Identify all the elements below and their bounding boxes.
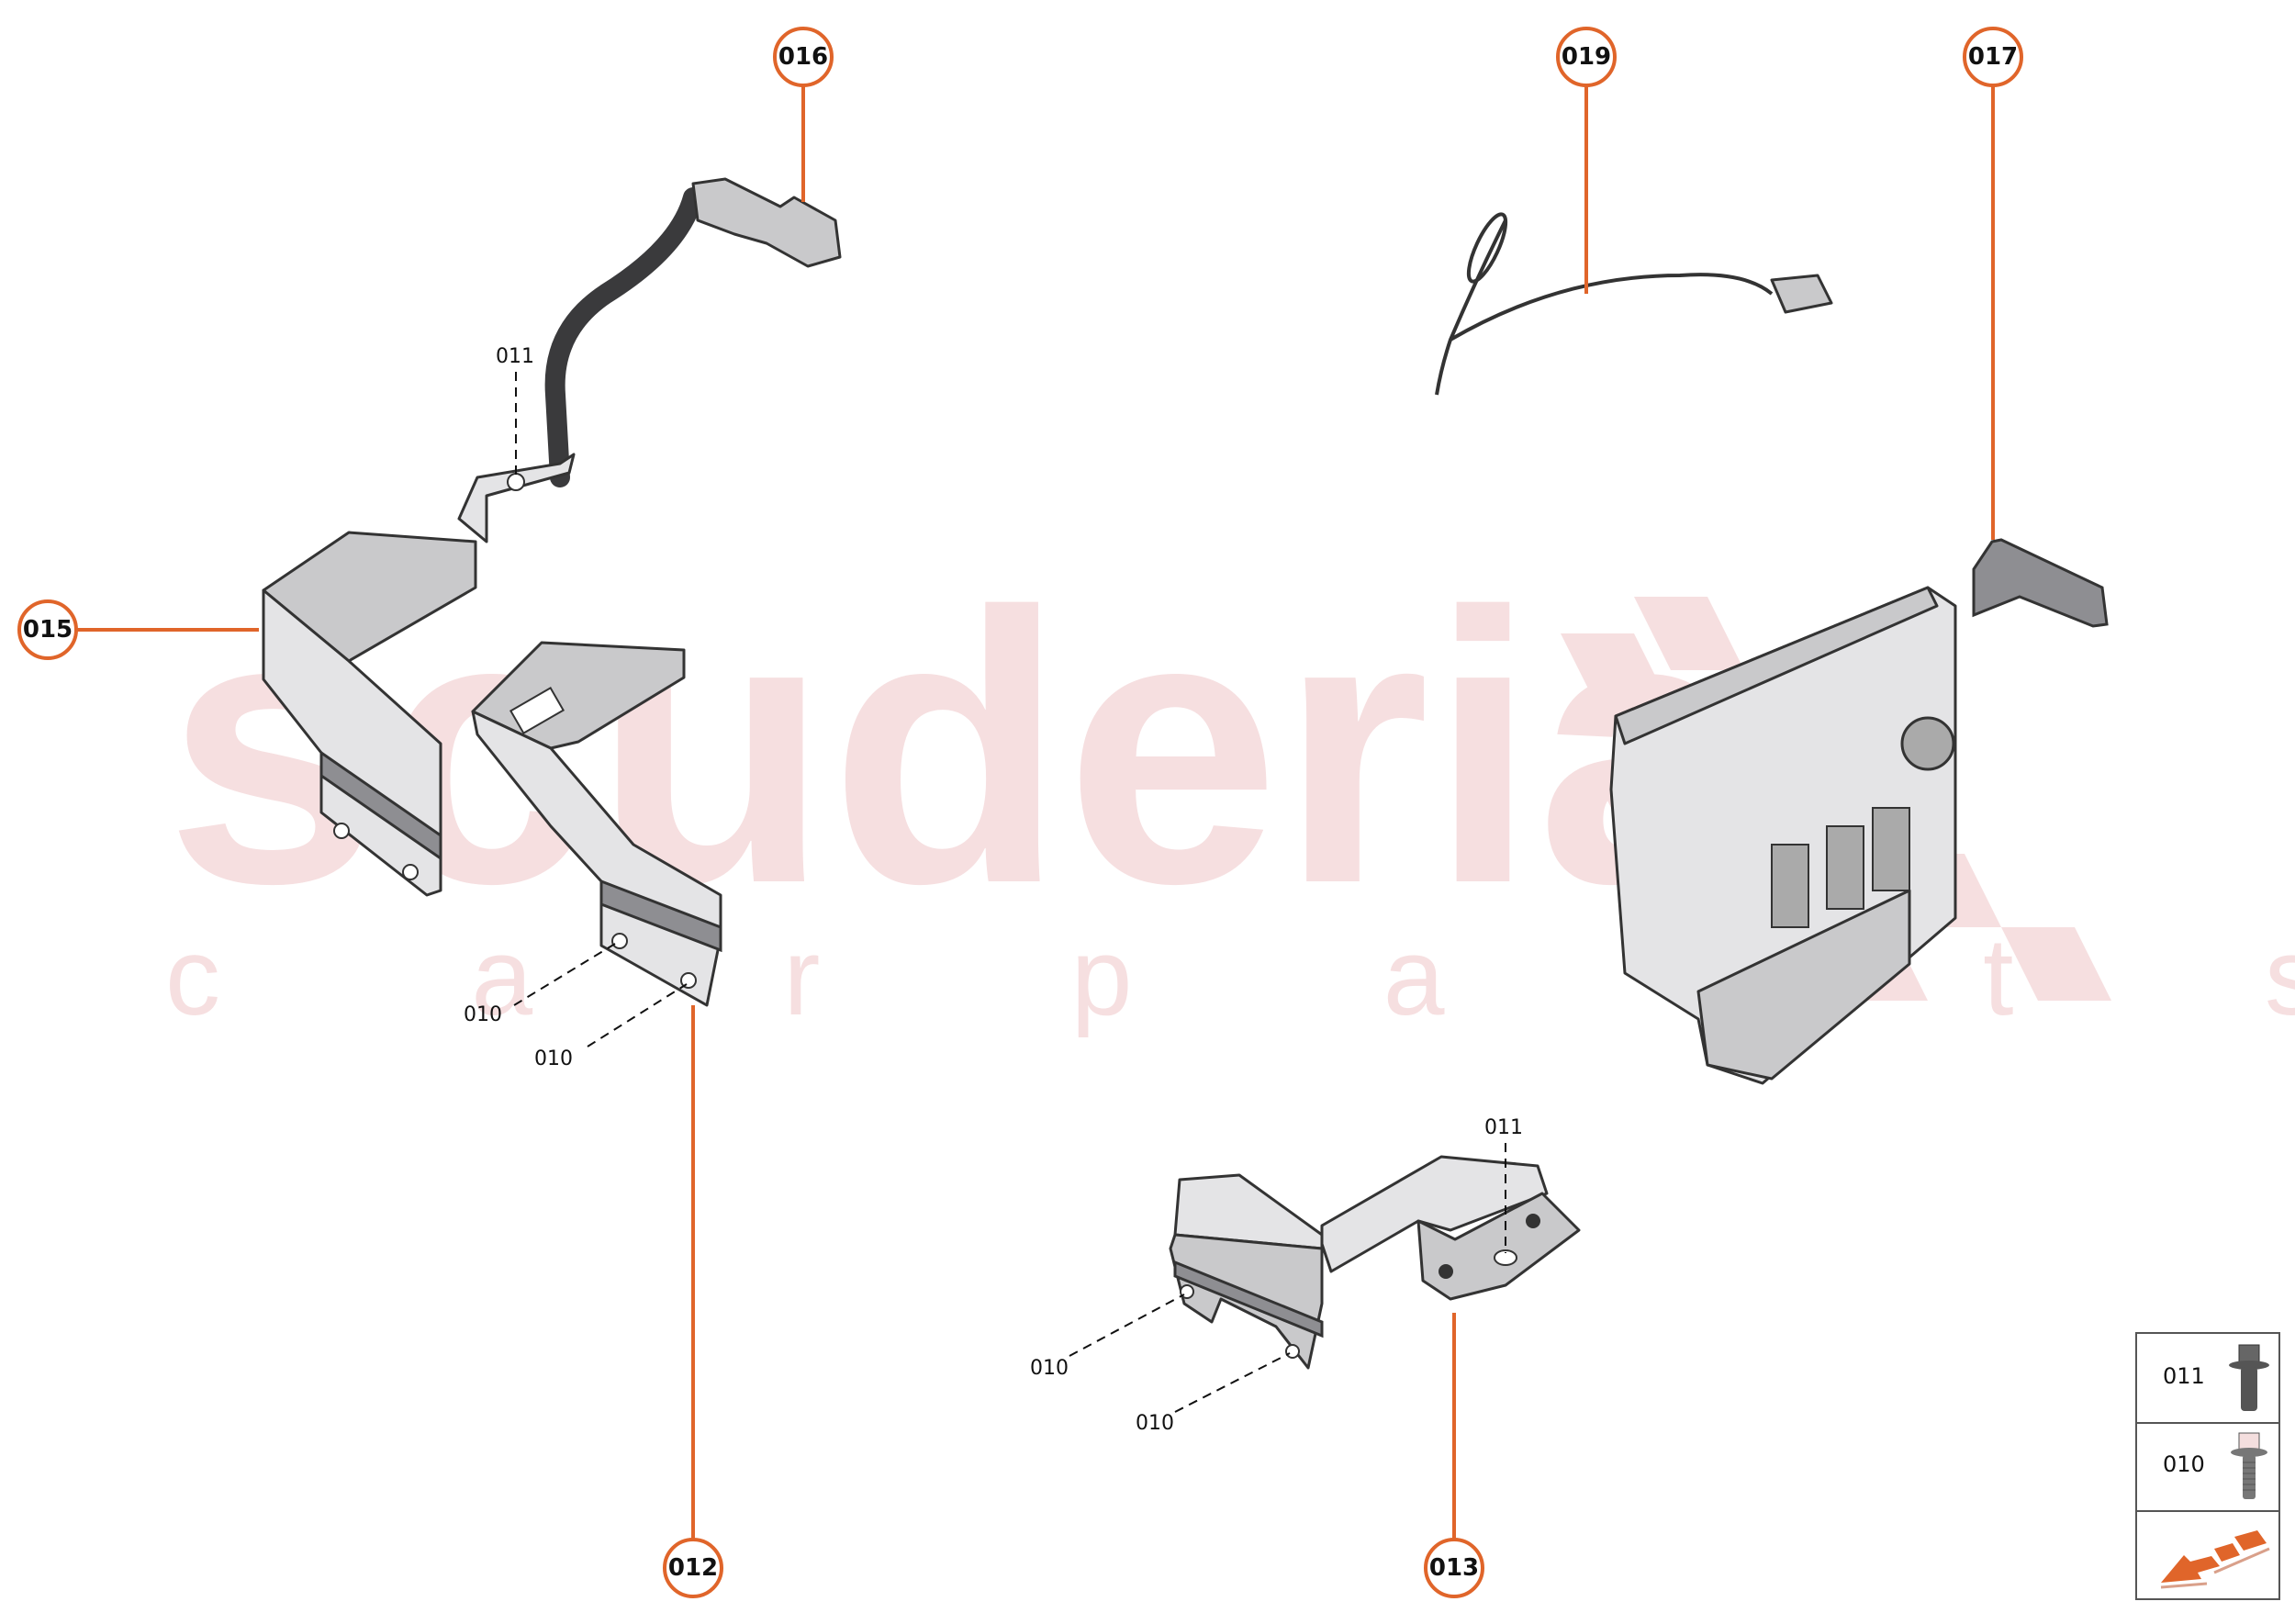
ref-010-part-012-b: 010: [534, 1047, 573, 1070]
part-016-battery-cable[interactable]: [457, 177, 842, 543]
next-page-arrow-icon: [2160, 1530, 2270, 1589]
legend-label-011: 011: [2163, 1363, 2205, 1389]
callout-017-label: 017: [1968, 43, 2018, 71]
callout-013[interactable]: 013: [1424, 1313, 1484, 1598]
callout-015-label: 015: [23, 616, 73, 644]
callout-017[interactable]: 017: [1963, 27, 2023, 540]
flange-bolt-smooth-icon: [2229, 1344, 2269, 1411]
part-019-sensor-wire[interactable]: [1435, 210, 1833, 396]
callout-013-label: 013: [1429, 1554, 1479, 1582]
part-012-bracket[interactable]: [471, 641, 722, 1007]
bolt-hole: [507, 473, 525, 491]
ref-011-part-013: 011: [1484, 1116, 1523, 1139]
callout-015[interactable]: 015: [17, 599, 259, 660]
legend-row-011[interactable]: 011: [2137, 1334, 2278, 1424]
callout-012[interactable]: 012: [663, 1005, 723, 1598]
ref-010-part-013-a: 010: [1030, 1357, 1069, 1380]
part-015-bracket[interactable]: [262, 531, 477, 897]
ref-010-part-012-a: 010: [464, 1003, 502, 1026]
reference-labels: 011 010 010 011 010 010: [464, 345, 1523, 1435]
legend-row-010[interactable]: 010: [2137, 1422, 2278, 1512]
part-017-fuse-box[interactable]: [1609, 538, 2109, 1085]
callout-012-label: 012: [668, 1554, 718, 1582]
ref-010-part-013-b: 010: [1136, 1412, 1174, 1435]
callout-019-label: 019: [1562, 43, 1611, 71]
ref-011-part-016: 011: [496, 345, 534, 368]
fastener-legend: 011 010: [2135, 1332, 2280, 1600]
callout-019[interactable]: 019: [1556, 27, 1617, 294]
watermark-sub: c a r p a r t s: [165, 915, 2295, 1038]
part-013-bracket[interactable]: [1169, 1155, 1581, 1370]
flange-bolt-threaded-icon: [2231, 1432, 2267, 1499]
legend-label-010: 010: [2163, 1451, 2205, 1477]
callout-016-label: 016: [778, 43, 828, 71]
callout-016[interactable]: 016: [773, 27, 834, 202]
next-page-button[interactable]: [2137, 1510, 2278, 1598]
